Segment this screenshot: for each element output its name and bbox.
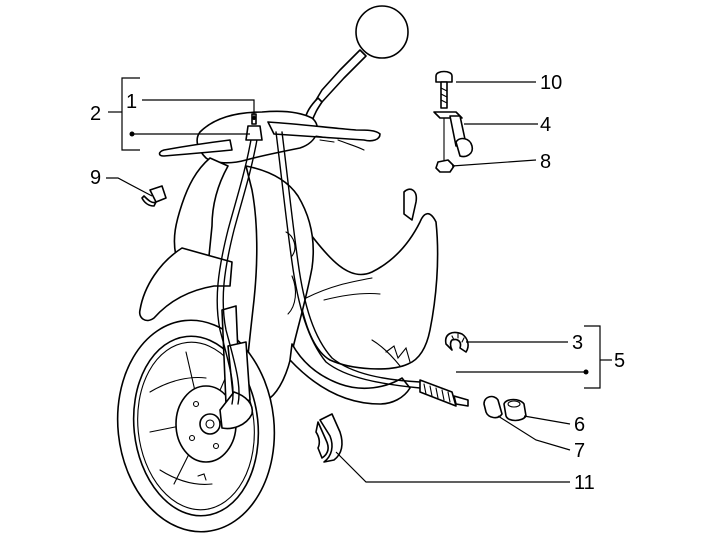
- callout-11: 11: [574, 472, 595, 494]
- rear-body: [299, 188, 439, 370]
- part-11-guide: [315, 413, 343, 463]
- callout-2: 2: [90, 103, 101, 125]
- part-7-cap: [483, 395, 503, 419]
- callout-1: 1: [126, 91, 137, 113]
- callout-6: 6: [574, 414, 585, 436]
- mirror: [304, 5, 409, 123]
- callout-9: 9: [90, 167, 101, 189]
- leader-lines: [106, 77, 612, 483]
- handlebar: [158, 121, 381, 157]
- callout-7: 7: [574, 440, 585, 462]
- part-6-nut: [503, 398, 527, 422]
- part-8-nut: [435, 159, 455, 173]
- callout-3: 3: [572, 332, 583, 354]
- callout-8: 8: [540, 151, 551, 173]
- part-9-clip: [141, 185, 167, 207]
- callout-labels: 1 2 9 10 4 8 3 5 6 7 11: [90, 72, 625, 494]
- part-4-bracket: [433, 111, 474, 161]
- scooter-illustration: [116, 5, 469, 533]
- callout-4: 4: [540, 114, 551, 136]
- callout-10: 10: [540, 72, 562, 94]
- speedometer-cable: [216, 113, 263, 405]
- part-3-clamp: [444, 331, 469, 353]
- brake-cable: [275, 131, 469, 407]
- part-10-bolt: [435, 70, 453, 109]
- callout-5: 5: [614, 350, 625, 372]
